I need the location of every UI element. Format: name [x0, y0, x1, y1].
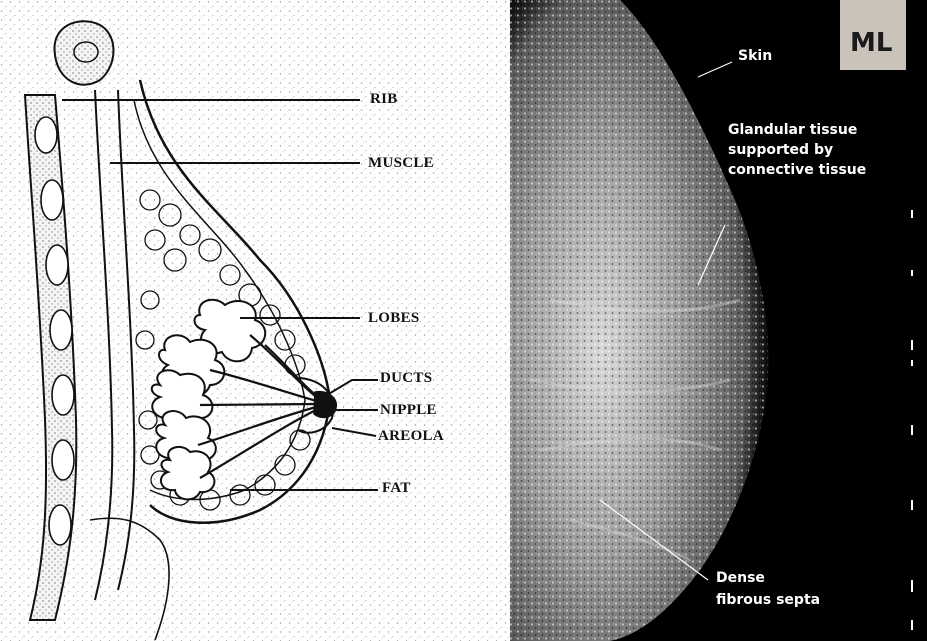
- mammogram-image: [510, 0, 927, 641]
- anatomy-panel: RIB MUSCLE LOBES DUCTS NIPPLE AREOLA FAT: [0, 0, 510, 641]
- view-code: ML: [850, 28, 892, 58]
- label-muscle: MUSCLE: [368, 155, 434, 172]
- rib-section-top: [54, 21, 113, 84]
- label-areola: AREOLA: [378, 428, 444, 445]
- label-septa-2: fibrous septa: [716, 590, 820, 610]
- mammogram-panel: Skin Glandular tissue supported by conne…: [510, 0, 927, 641]
- label-skin: Skin: [738, 46, 772, 66]
- label-fat: FAT: [382, 480, 411, 497]
- label-nipple: NIPPLE: [380, 402, 437, 419]
- label-glandular-1: Glandular tissue: [728, 120, 857, 140]
- view-tag: ML: [840, 0, 906, 70]
- label-glandular-3: connective tissue: [728, 160, 866, 180]
- label-rib: RIB: [370, 91, 398, 108]
- label-glandular-2: supported by: [728, 140, 833, 160]
- anatomy-drawing: [0, 0, 510, 641]
- label-ducts: DUCTS: [380, 370, 432, 387]
- label-septa-1: Dense: [716, 568, 765, 588]
- label-lobes: LOBES: [368, 310, 420, 327]
